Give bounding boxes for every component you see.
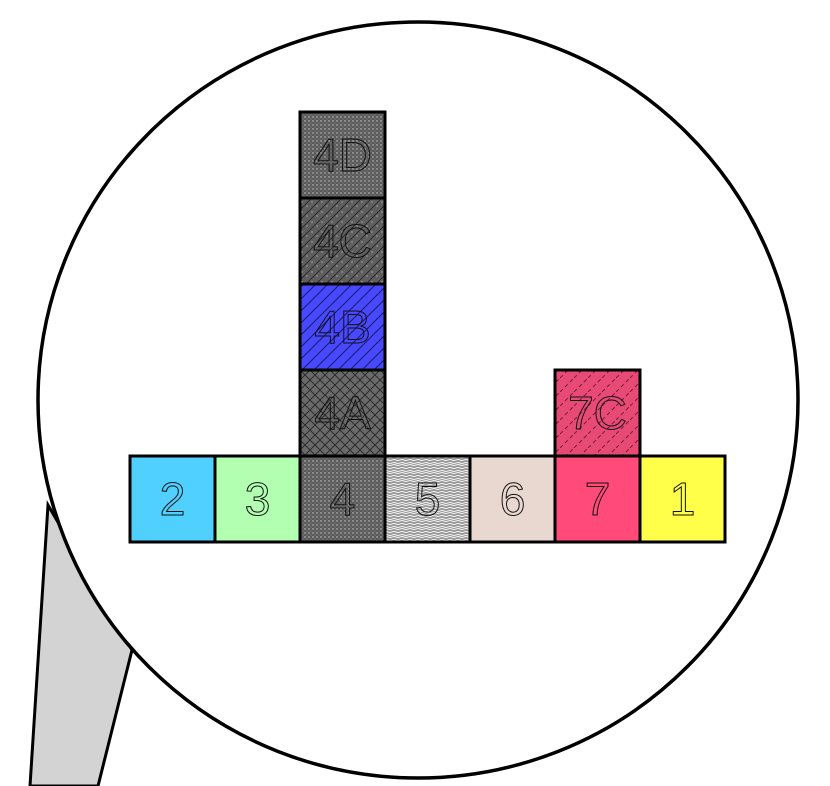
- fuse-3-label: 3: [245, 473, 271, 525]
- fuse-6: 6: [470, 456, 555, 542]
- fuse-1: 1: [640, 456, 725, 542]
- fuse-4c-label: 4C: [313, 215, 372, 267]
- magnifier-lens: [38, 22, 798, 778]
- fuse-2-label: 2: [160, 473, 186, 525]
- fuse-5-label: 5: [415, 473, 441, 525]
- fuse-7c-label: 7C: [568, 387, 627, 439]
- fuse-5: 5: [385, 456, 470, 542]
- fuse-4: 4: [300, 456, 385, 542]
- fuse-4d-label: 4D: [313, 129, 372, 181]
- fuse-3: 3: [215, 456, 300, 542]
- fuse-4d: 4D: [300, 112, 385, 198]
- fuse-4c: 4C: [300, 198, 385, 284]
- fuse-4-label: 4: [330, 473, 356, 525]
- fuse-2: 2: [130, 456, 215, 542]
- fuse-1-label: 1: [670, 473, 696, 525]
- fuse-7c: 7C: [555, 370, 640, 456]
- fuse-4b-label: 4B: [314, 301, 370, 353]
- fuse-7-label: 7: [585, 473, 611, 525]
- fuse-7: 7: [555, 456, 640, 542]
- fuse-4b: 4B: [300, 284, 385, 370]
- fuse-4a: 4A: [300, 370, 385, 456]
- fuse-4a-label: 4A: [314, 387, 371, 439]
- fuse-6-label: 6: [500, 473, 526, 525]
